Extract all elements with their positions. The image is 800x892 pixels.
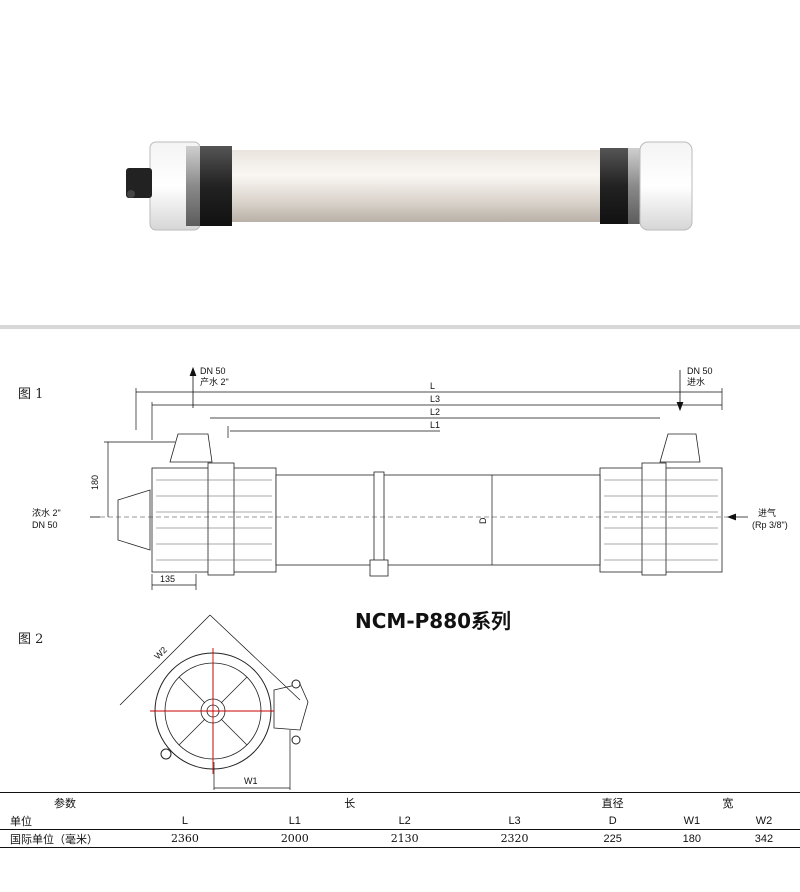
permeate-port-label: 产水 2" [200,376,229,387]
value-L1: 2000 [239,829,350,848]
si-row-label: 国际单位（毫米） [0,829,130,848]
engineering-drawing: 图 1 DN 50 产水 2" DN 50 进水 浓水 2" DN 50 进气 … [0,330,800,792]
feed-port-label: 进水 [687,376,705,387]
col-L1: L1 [239,812,350,830]
series-title: NCM-P880系列 [355,609,511,633]
length-group-header: 长 [130,792,570,812]
figure-1-label: 图 1 [18,387,43,402]
col-W1: W1 [655,812,728,830]
membrane-module-photo [126,141,693,231]
module-outline [117,433,723,577]
module-ribs [156,479,718,561]
air-inlet-size-label: (Rp 3/8") [752,520,788,530]
diameter-group-header: 直径 [569,792,656,812]
feed-size-label: DN 50 [687,366,713,376]
figure-2-dimensions [119,614,301,792]
value-L: 2360 [130,829,240,848]
concentrate-size-label: DN 50 [32,520,58,530]
value-W2: 342 [727,829,800,848]
unit-header: 单位 [0,812,130,830]
section-divider [0,325,800,329]
col-D: D [569,812,656,830]
col-L3: L3 [459,812,570,830]
permeate-size-label: DN 50 [200,366,226,376]
product-photo [0,0,800,322]
dimension-lines [135,388,723,440]
col-L2: L2 [349,812,460,830]
value-D: 225 [569,829,656,848]
concentrate-port-label: 浓水 2" [32,507,61,518]
figure-2-label: 图 2 [18,632,43,647]
dim-L3-label: L3 [430,394,440,404]
param-header: 参数 [0,792,130,812]
col-L: L [130,812,240,830]
end-view-drawing [150,648,309,774]
col-W2: W2 [727,812,800,830]
dim-D-label: D [478,517,488,524]
vertical-dimensions [104,441,493,590]
dim-L2-label: L2 [430,407,440,417]
width-group-header: 宽 [655,792,800,812]
dim-180-label: 180 [90,475,100,490]
spec-table: 参数 长 直径 宽 单位 L L1 L2 L3 D W1 W2 国际单位（毫米）… [0,792,800,862]
dim-L-label: L [430,381,435,391]
dim-135-label: 135 [160,574,175,584]
dim-L1-label: L1 [430,420,440,430]
air-inlet-label: 进气 [758,507,776,518]
dim-W1-label: W1 [244,776,258,786]
value-L3: 2320 [459,829,570,848]
value-L2: 2130 [349,829,460,848]
value-W1: 180 [655,829,728,848]
